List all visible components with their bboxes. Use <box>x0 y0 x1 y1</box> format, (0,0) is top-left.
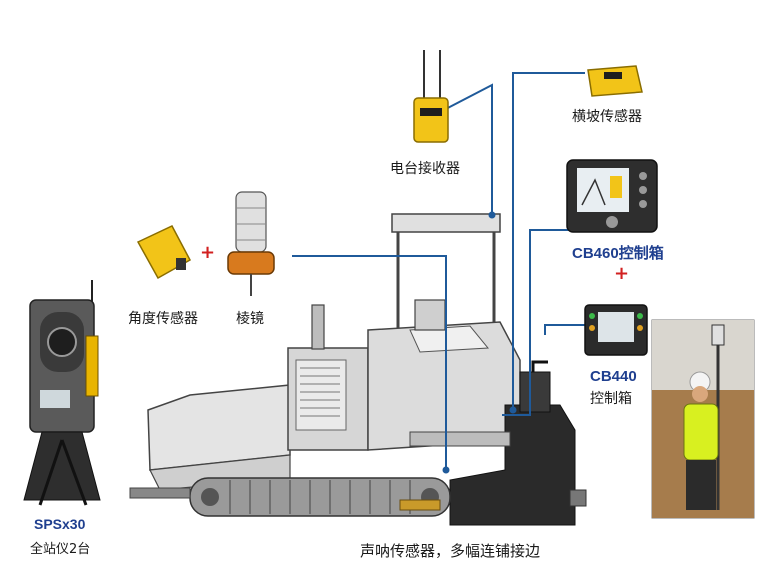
prism-icon <box>227 191 275 296</box>
cb460-controller-icon <box>566 159 658 233</box>
radio-receiver-label: 电台接收器 <box>390 161 460 177</box>
total-station-icon <box>23 280 101 506</box>
angle-sensor-icon <box>136 225 192 280</box>
cross-slope-sensor-label: 横坡传感器 <box>572 109 642 125</box>
worker-photo-icon <box>651 319 755 519</box>
plus-sign: + <box>200 242 216 263</box>
radio-antenna-icon <box>413 50 449 143</box>
cb440-box-label: 控制箱 <box>590 391 632 407</box>
cb440-controller-icon <box>584 304 648 356</box>
total-station-desc-label: 全站仪2台 <box>30 542 91 557</box>
angle-sensor-label: 角度传感器 <box>128 311 198 327</box>
sonic-sensor-caption: 声呐传感器，多幅连铺接边 <box>360 542 541 560</box>
cb440-model-label: CB440 <box>590 368 637 385</box>
total-station-model-label: SPSx30 <box>34 516 86 532</box>
connector-lines <box>292 72 590 470</box>
paver-machine <box>129 213 587 526</box>
cb460-controller-label: CB460控制箱 <box>572 245 664 262</box>
prism-label: 棱镜 <box>236 311 264 327</box>
cross-slope-sensor-icon <box>587 65 643 97</box>
plus-sign: + <box>614 263 630 284</box>
